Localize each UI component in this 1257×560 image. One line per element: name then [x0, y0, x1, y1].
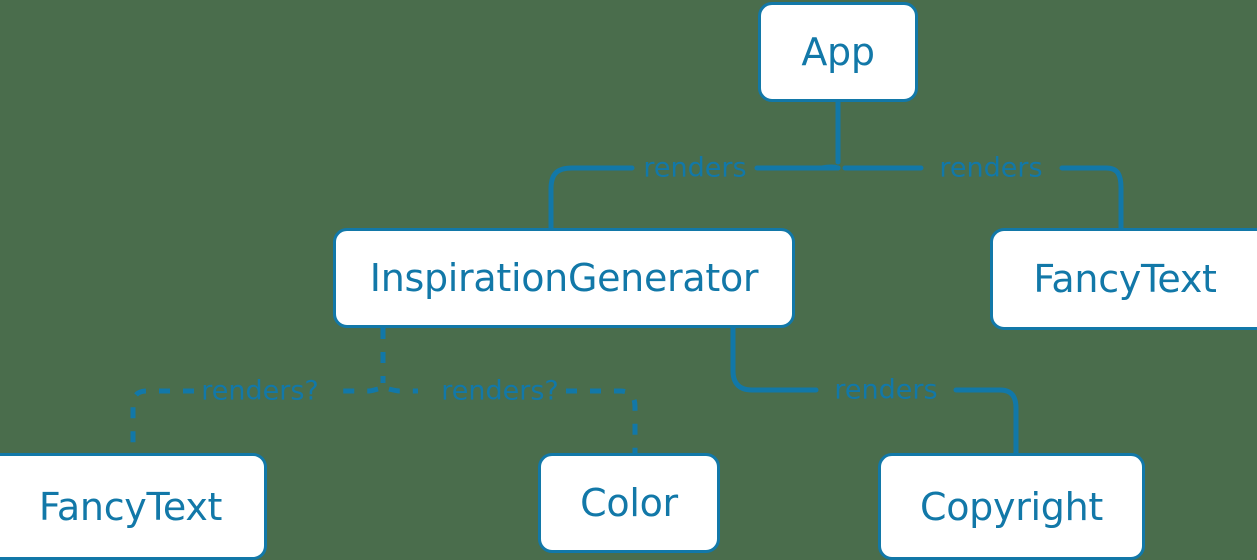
edge-label-inspiration-generator-copyright: renders [834, 374, 938, 406]
edge-app-fancytext [842, 165, 1124, 231]
node-fancytext-right[interactable]: FancyText [990, 228, 1257, 330]
edge-inspgen-copyright [730, 325, 1019, 456]
node-inspiration-generator[interactable]: InspirationGenerator [333, 228, 795, 328]
edge-inspgen-color [388, 386, 638, 453]
edge-label-inspiration-generator-fancytext: renders? [201, 375, 319, 407]
node-inspiration-generator-label: InspirationGenerator [369, 256, 759, 300]
edge-label-app-inspiration-generator: renders [643, 152, 747, 184]
node-fancytext-bottom[interactable]: FancyText [0, 453, 267, 560]
node-copyright-label: Copyright [920, 484, 1103, 529]
node-app[interactable]: App [758, 2, 918, 102]
node-color-label: Color [580, 481, 678, 525]
node-app-label: App [801, 30, 875, 74]
node-fancytext-bottom-label: FancyText [38, 484, 223, 529]
node-color[interactable]: Color [538, 453, 720, 553]
node-fancytext-right-label: FancyText [1033, 257, 1217, 301]
edge-label-inspiration-generator-color: renders? [441, 375, 559, 407]
edge-label-app-fancytext: renders [939, 152, 1043, 184]
edge-inspgen-fancytext [130, 386, 379, 453]
edge-app-inspgen-junction [819, 164, 841, 171]
node-copyright[interactable]: Copyright [878, 453, 1145, 560]
